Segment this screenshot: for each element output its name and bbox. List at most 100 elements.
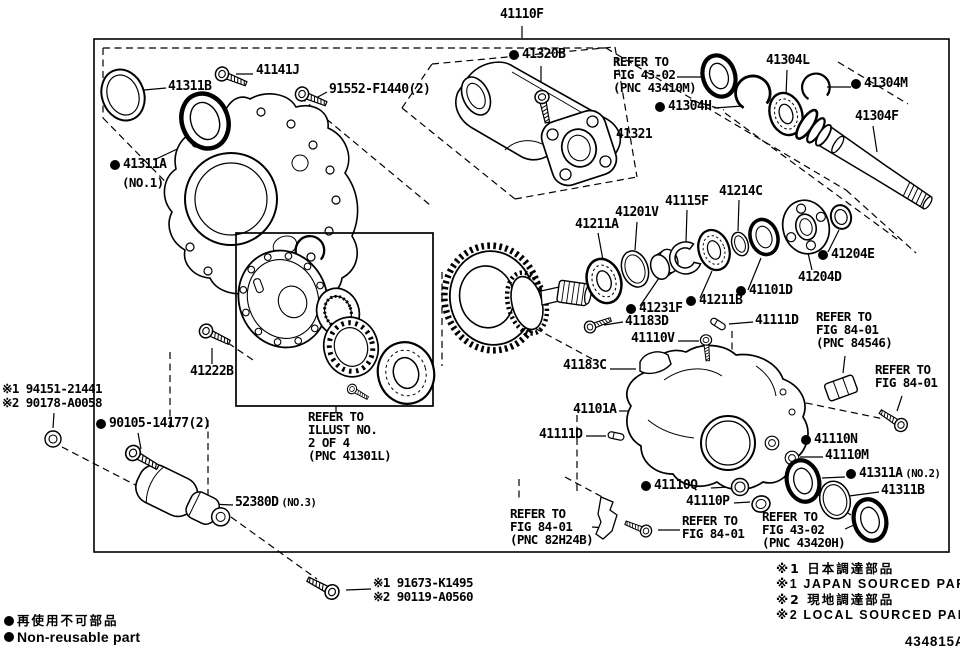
washer-94151-drawing [44, 430, 62, 448]
part-41101A-text: 41101A [573, 402, 617, 417]
part-41320B: 41320B [509, 48, 566, 62]
part-41141J: 41141J [256, 63, 300, 78]
deflector-41183C-drawing [639, 351, 672, 375]
non-reusable-dot-icon [4, 615, 14, 626]
note-94151-21441: ※1 94151-21441 [2, 381, 103, 396]
part-41211A-text: 41211A [575, 217, 619, 232]
oring-41311B-top-drawing [100, 68, 146, 122]
part-41311A-no2-text: 41311A [859, 466, 903, 481]
part-41311B-top: 41311B [168, 79, 212, 94]
diffcase-bolt-drawing [345, 381, 371, 403]
part-41115F-text: 41115F [665, 194, 709, 209]
part-41304M: 41304M [851, 76, 908, 91]
part-41222B-text: 41222B [190, 364, 234, 379]
legend-japan-en-text: ※1 JAPAN SOURCED PARTS [776, 577, 960, 591]
illust-subassembly-box [235, 232, 434, 407]
part-41311A-no2-suffix: (NO.2) [905, 468, 941, 480]
part-41201V: 41201V [615, 206, 659, 220]
note-90119-A0560-text: ※2 90119-A0560 [373, 589, 474, 604]
part-41304L: 41304L [766, 53, 810, 68]
part-41304F: 41304F [855, 110, 899, 124]
legend-nonreusable-jp: 再使用不可部品 [4, 614, 119, 627]
part-41222B: 41222B [190, 364, 234, 379]
legend-japan-jp-text: ※1 日本調達部品 [776, 561, 895, 576]
part-52380D-suffix: (NO.3) [281, 497, 317, 509]
refer-fig43-02-43410M: REFER TO FIG 43-02 (PNC 43410M) [613, 55, 697, 95]
part-41111D-upper-text: 41111D [755, 313, 799, 328]
part-41304L-text: 41304L [766, 53, 810, 68]
pin-41111D-lower-drawing [606, 430, 626, 442]
part-41110F: 41110F [500, 7, 544, 22]
refer-fig84-01-84546-text: REFER TO FIG 84-01 (PNC 84546) [816, 309, 893, 351]
note-94151-21441-text: ※1 94151-21441 [2, 381, 103, 396]
speed-sensor-drawing [595, 496, 618, 540]
part-41204E: 41204E [818, 247, 875, 262]
note-91673-K1495-text: ※1 91673-K1495 [373, 575, 474, 590]
part-41110V-text: 41110V [631, 331, 675, 346]
part-41321-text: 41321 [616, 127, 653, 142]
legend-local-en: ※2 LOCAL SOURCED PARTS [776, 608, 960, 622]
refer-fig43-02-43420H: REFER TO FIG 43-02 (PNC 43420H) [762, 510, 846, 550]
bolt-41222B-drawing [196, 321, 234, 350]
note-90119-A0560: ※2 90119-A0560 [373, 589, 474, 604]
refer-fig84-01-84546: REFER TO FIG 84-01 (PNC 84546) [816, 309, 893, 351]
part-41311B-top-text: 41311B [168, 79, 212, 94]
part-41204E-text: 41204E [831, 247, 875, 262]
retainer-41115F-drawing [669, 241, 702, 275]
legend-japan-jp: ※1 日本調達部品 [776, 562, 894, 575]
part-41111D-lower-text: 41111D [539, 427, 583, 442]
non-reusable-dot-icon [846, 468, 856, 479]
part-41110P: 41110P [686, 494, 730, 509]
non-reusable-dot-icon [110, 159, 120, 170]
part-90105-14177-text: 90105-14177(2) [109, 416, 211, 431]
legend-nonreusable-en-text: Non-reusable part [17, 629, 141, 645]
refer-fig84-01-center-text: REFER TO FIG 84-01 [682, 513, 745, 542]
part-41110P-text: 41110P [686, 494, 730, 509]
part-41311A-no1-suffix-text: (NO.1) [122, 175, 164, 190]
part-41141J-text: 41141J [256, 63, 300, 78]
part-52380D: 52380D(NO.3) [235, 495, 317, 510]
note-90178-A0058-text: ※2 90178-A0058 [2, 395, 103, 410]
solenoid-52380D-drawing [135, 463, 231, 527]
legend-nonreusable-en: Non-reusable part [4, 630, 140, 645]
part-41211A: 41211A [575, 217, 619, 232]
plug-41110P-drawing [751, 495, 771, 513]
part-41115F: 41115F [665, 194, 709, 209]
part-41183D-text: 41183D [625, 314, 669, 329]
snapring-41304M-drawing [798, 69, 833, 102]
legend-local-jp-text: ※2 現地調達部品 [776, 592, 895, 607]
axle-shaft-41304F-drawing [795, 108, 933, 210]
diagram-border [93, 38, 950, 553]
non-reusable-dot-icon [686, 295, 696, 306]
refer-fig84-01-right-text: REFER TO FIG 84-01 [875, 362, 938, 391]
seal-43420H-drawing [849, 496, 891, 545]
non-reusable-dot-icon [509, 49, 519, 60]
part-41204D: 41204D [798, 271, 842, 285]
part-90105-14177: 90105-14177(2) [96, 416, 211, 431]
part-41110F-text: 41110F [500, 7, 544, 22]
refer-fig84-01-82H24B-text: REFER TO FIG 84-01 (PNC 82H24B) [510, 506, 594, 548]
non-reusable-dot-icon [655, 101, 665, 112]
oring-41311B-bottom-drawing [818, 480, 852, 520]
part-41304M-text: 41304M [864, 76, 908, 91]
non-reusable-dot-icon [641, 480, 651, 491]
part-41214C: 41214C [719, 185, 763, 199]
note-91673-K1495: ※1 91673-K1495 [373, 575, 474, 590]
ring-gear-drawing [441, 242, 592, 354]
part-41304H: 41304H [655, 100, 712, 114]
part-41110Q: 41110Q [641, 478, 698, 493]
part-52380D-text: 52380D [235, 495, 279, 510]
rear-housing-drawing [626, 344, 809, 491]
screw-91673-drawing [303, 571, 343, 603]
stud-bolt-fig84-drawing [875, 405, 911, 435]
part-41311B-bottom: 41311B [881, 483, 925, 498]
non-reusable-dot-icon [851, 78, 861, 89]
part-41311B-bottom-text: 41311B [881, 483, 925, 498]
refer-illust-2of4: REFER TO ILLUST NO. 2 OF 4 (PNC 41301L) [308, 409, 392, 464]
refer-illust-2of4-text: REFER TO ILLUST NO. 2 OF 4 (PNC 41301L) [308, 409, 392, 464]
non-reusable-dot-icon [736, 285, 746, 296]
part-41110Q-text: 41110Q [654, 478, 698, 493]
snapring-41304H-drawing [731, 71, 774, 111]
